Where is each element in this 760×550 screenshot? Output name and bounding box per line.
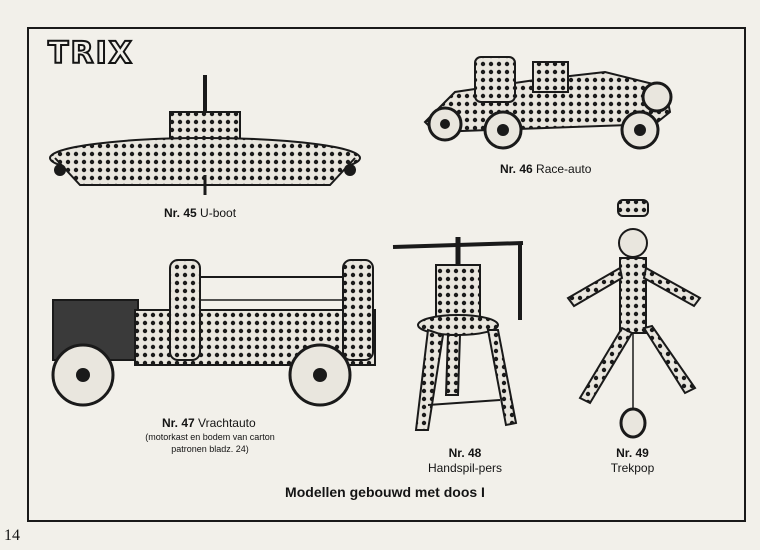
- model-number: Nr. 45: [164, 206, 197, 220]
- model-name: Handspil-pers: [427, 461, 503, 475]
- model-number: Nr. 49: [616, 446, 649, 460]
- footer-title: Modellen gebouwd met doos I: [285, 484, 485, 500]
- caption-nr-49: Nr. 49 Trekpop: [600, 446, 665, 476]
- model-name: Vrachtauto: [198, 416, 256, 430]
- illustration-vrachtauto: [51, 259, 376, 407]
- note-line-2: patronen bladz. 24): [171, 444, 249, 454]
- note-line-1: (motorkast en bodem van carton: [145, 432, 275, 442]
- caption-nr-46: Nr. 46 Race-auto: [500, 162, 591, 176]
- page-frame: [27, 27, 746, 522]
- illustration-trekpop: [566, 199, 702, 439]
- model-name: Race-auto: [536, 162, 592, 176]
- caption-nr-47: Nr. 47 Vrachtauto: [162, 416, 256, 430]
- illustration-race-auto: [423, 56, 673, 150]
- brand-logo: TRIX: [47, 35, 134, 72]
- model-name: Trekpop: [610, 461, 655, 475]
- model-name: U-boot: [200, 206, 237, 220]
- illustration-handspil-pers: [392, 237, 524, 431]
- model-number: Nr. 47: [162, 416, 195, 430]
- model-number: Nr. 46: [500, 162, 533, 176]
- page-number: 14: [4, 527, 20, 544]
- caption-nr-48: Nr. 48 Handspil-pers: [425, 446, 505, 476]
- illustration-u-boot: [49, 75, 361, 195]
- model-number: Nr. 48: [448, 446, 482, 460]
- caption-nr-45: Nr. 45 U-boot: [164, 206, 236, 220]
- caption-nr-47-note: (motorkast en bodem van carton patronen …: [135, 431, 285, 455]
